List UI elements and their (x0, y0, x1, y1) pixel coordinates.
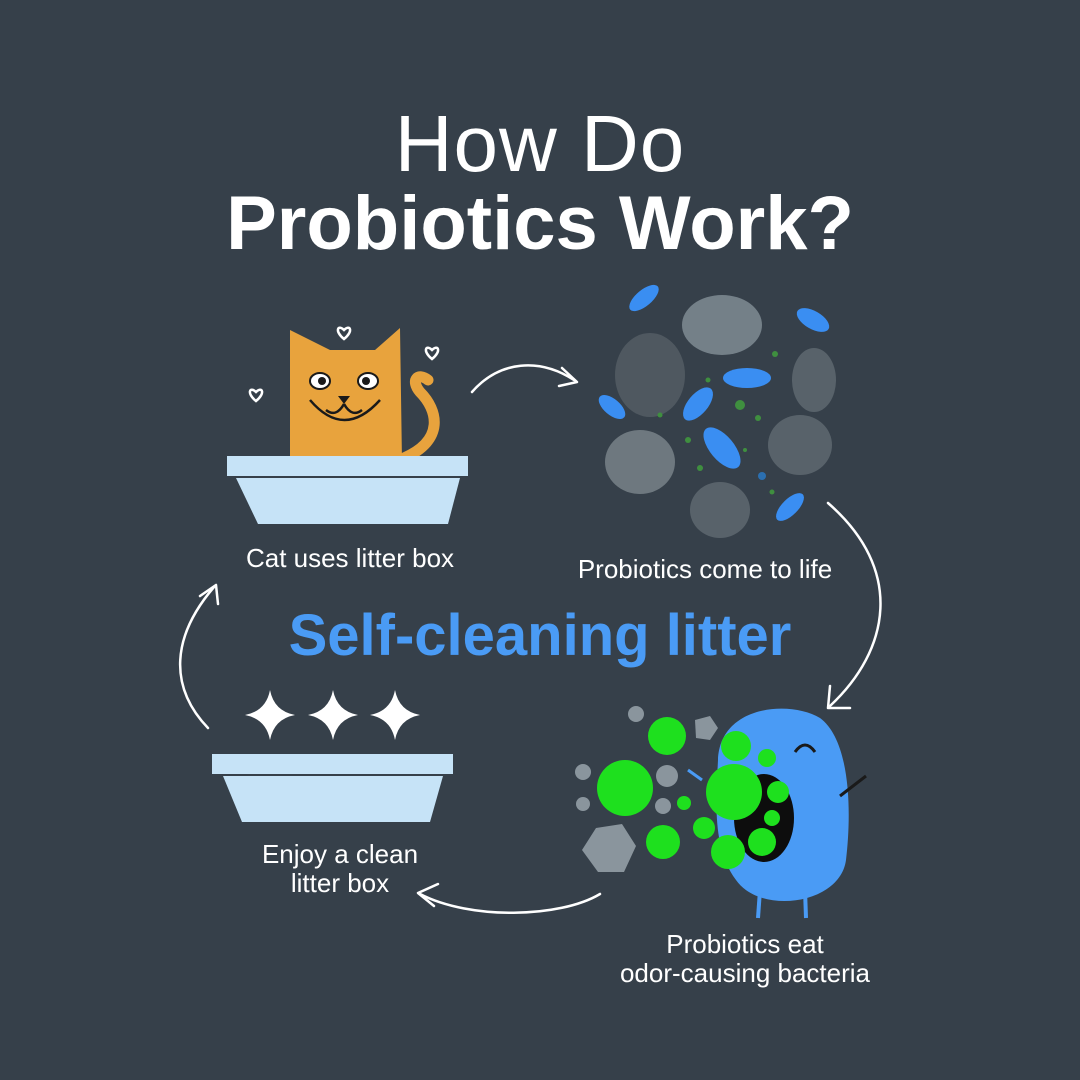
blue-probiotic (703, 427, 741, 469)
arrow-head (557, 366, 579, 388)
green-bacteria (706, 764, 762, 820)
green-bacteria (748, 828, 776, 856)
green-bacteria (646, 825, 680, 859)
sparkle-icon (245, 690, 295, 740)
step-4-caption-line-2: litter box (290, 868, 390, 898)
title-line-2: Probiotics Work? (226, 181, 854, 266)
step-4-caption: Enjoy a clean litter box (220, 840, 460, 898)
arrow-head (416, 882, 440, 908)
heart-icon (336, 326, 352, 341)
arrow-head (826, 684, 852, 710)
arrow-icon (418, 892, 602, 914)
granule (695, 716, 718, 740)
arrow-icon (826, 501, 882, 708)
granule (690, 482, 750, 538)
granule (582, 824, 636, 872)
step-4-caption-line-1: Enjoy a clean (261, 839, 419, 869)
green-bacteria (764, 810, 780, 826)
cat-nose (338, 396, 350, 404)
arrow-head (198, 583, 220, 606)
blue-probiotic (629, 284, 659, 312)
heart-icon (424, 346, 440, 361)
litter-box-rim (212, 754, 453, 774)
arrow-icon (179, 585, 216, 730)
granule (682, 295, 762, 355)
probiotic-eating-bacteria-illustration (575, 706, 867, 919)
step-3-caption: Probiotics eat odor-causing bacteria (590, 930, 900, 988)
green-bacteria (767, 781, 789, 803)
blue-probiotic (683, 387, 713, 421)
blue-probiotic (598, 395, 626, 419)
litter-box-basin (236, 478, 460, 524)
green-bacteria (758, 749, 776, 767)
sparkle-icon (370, 690, 420, 740)
green-bacteria (721, 731, 751, 761)
granule (605, 430, 675, 494)
cat-body (290, 328, 402, 462)
clean-litter-box-illustration (212, 690, 453, 822)
sparkle-icon (308, 690, 358, 740)
green-bacteria (693, 817, 715, 839)
blue-probiotic (776, 493, 804, 521)
center-label: Self-cleaning litter (288, 603, 792, 668)
granule (768, 415, 832, 475)
granule (792, 348, 836, 412)
blue-probiotic (723, 368, 771, 388)
green-bacteria (597, 760, 653, 816)
cat-smile (309, 399, 381, 422)
cat-in-litter-box-illustration (227, 326, 468, 524)
litter-box-basin (223, 776, 443, 822)
green-bacteria (677, 796, 691, 810)
cycle-arrows (179, 364, 882, 914)
probiotics-granules-illustration (598, 284, 836, 538)
step-3-caption-line-1: Probiotics eat (666, 929, 824, 959)
granule (615, 333, 685, 417)
litter-box-rim (227, 456, 468, 476)
creature-eye (793, 743, 817, 753)
heart-icon (248, 388, 264, 403)
arrow-icon (470, 364, 576, 394)
cat-tail (398, 371, 440, 464)
blue-probiotic (796, 308, 830, 332)
green-bacteria (711, 835, 745, 869)
step-1-caption: Cat uses litter box (245, 543, 455, 573)
step-3-caption-line-2: odor-causing bacteria (619, 958, 871, 988)
step-2-caption: Probiotics come to life (577, 554, 833, 584)
title-line-1: How Do (394, 99, 686, 188)
green-bacteria (648, 717, 686, 755)
cat-mouth (325, 403, 363, 415)
